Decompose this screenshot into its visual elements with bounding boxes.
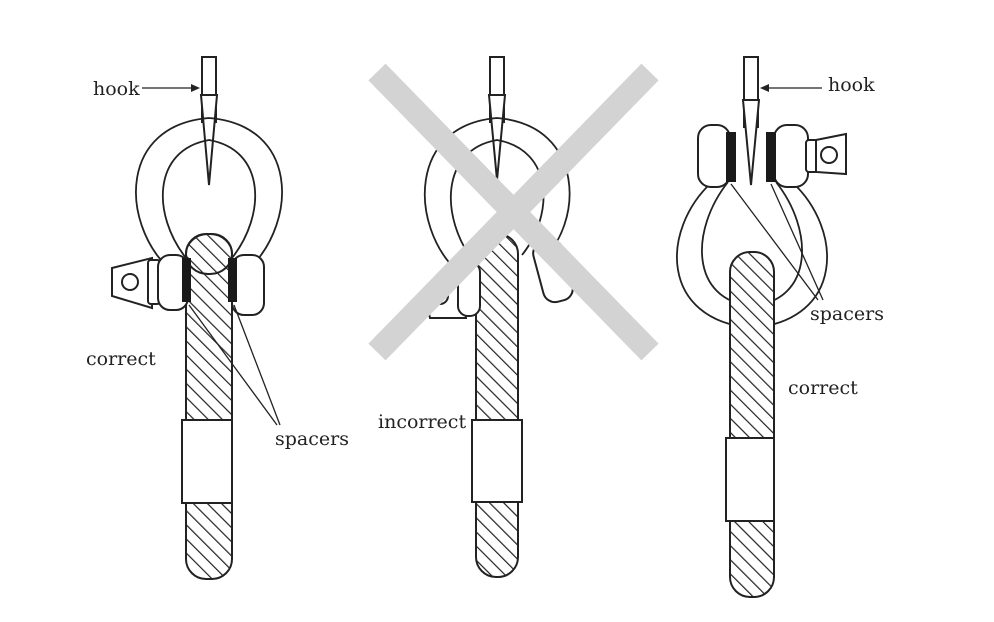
left-status-label: correct [86, 348, 156, 370]
middle-ferrule [471, 419, 523, 503]
left-shackle-bow [135, 117, 283, 269]
left-rope [185, 233, 233, 580]
left-spacers-pointers [188, 304, 281, 426]
right-spacers-pointers [730, 183, 824, 301]
right-hook-pointer [760, 84, 822, 92]
middle-status-label: incorrect [378, 411, 466, 433]
left-hook-shaft [199, 56, 219, 186]
left-spacers-label: spacers [275, 428, 349, 450]
right-ferrule [725, 437, 775, 522]
left-hook-label: hook [93, 78, 140, 100]
right-status-label: correct [788, 377, 858, 399]
right-rope [729, 251, 775, 598]
middle-rope [475, 233, 519, 578]
right-assembly: hook spacers correct [676, 56, 884, 598]
middle-shackle-bow [423, 117, 571, 271]
right-hook-label: hook [828, 74, 875, 96]
right-hook-shaft [741, 56, 761, 186]
left-assembly: hook correct spacers [86, 56, 349, 580]
left-ferrule [181, 419, 233, 504]
cross-stroke-b [368, 63, 659, 361]
left-spacers [182, 258, 237, 302]
middle-assembly: incorrect [368, 56, 659, 578]
right-shackle-pin [697, 124, 847, 188]
left-hook-pointer [142, 84, 200, 92]
middle-hook-shaft [487, 56, 507, 181]
right-spacers [726, 132, 776, 182]
right-spacers-label: spacers [810, 303, 884, 325]
left-shackle-pin [111, 254, 265, 316]
